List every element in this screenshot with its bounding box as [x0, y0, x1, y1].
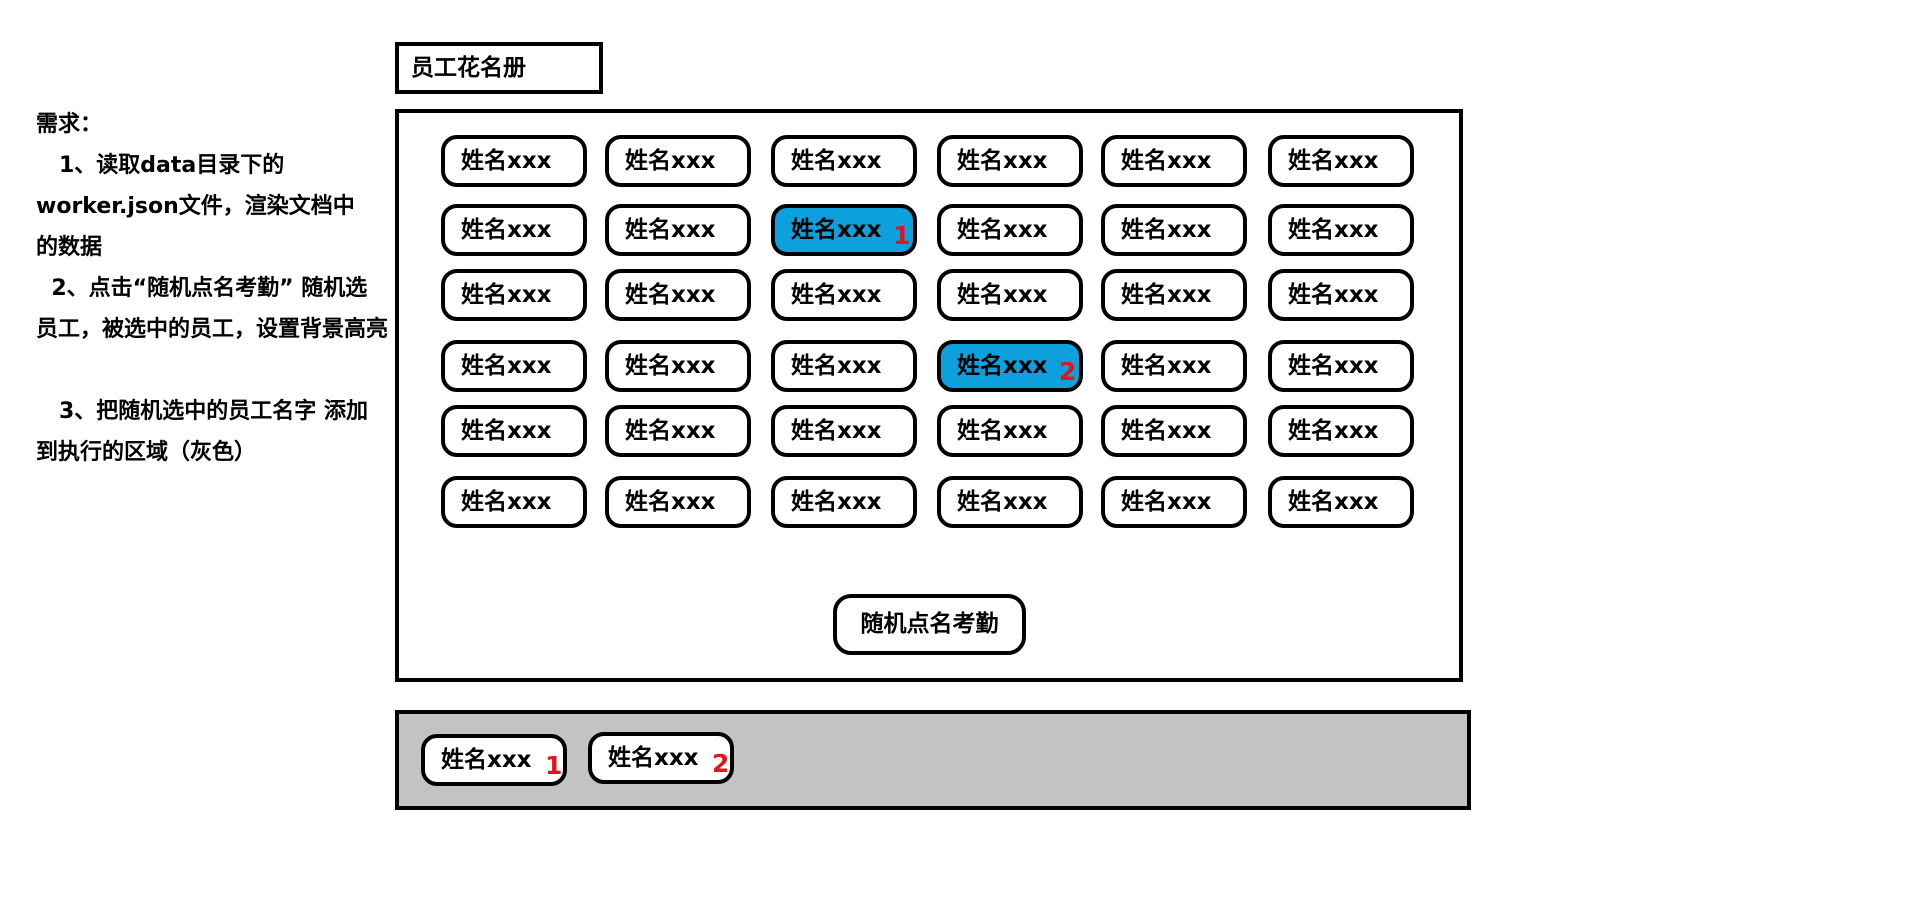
employee-card: 姓名xxx [605, 204, 751, 256]
employee-card: 姓名xxx [1101, 135, 1247, 187]
employee-name: 姓名xxx [461, 148, 552, 174]
employee-name: 姓名xxx [791, 217, 882, 243]
employee-card: 姓名xxx [605, 269, 751, 321]
employee-name: 姓名xxx [1121, 353, 1212, 379]
requirement-1-line-2: worker.json文件，渲染文档中 [36, 194, 355, 219]
employee-card: 姓名xxx [937, 405, 1083, 457]
employee-card: 姓名xxx [1268, 476, 1414, 528]
employee-card: 姓名xxx [1101, 340, 1247, 392]
employee-card: 姓名xxx [1101, 269, 1247, 321]
employee-name: 姓名xxx [625, 353, 716, 379]
requirement-2-line-2: 员工，被选中的员工，设置背景高亮 [36, 317, 389, 342]
employee-card: 姓名xxx [1101, 405, 1247, 457]
employee-name: 姓名xxx [1121, 282, 1212, 308]
employee-name: 姓名xxx [461, 489, 552, 515]
employee-name: 姓名xxx [625, 489, 716, 515]
employee-card: 姓名xxx [605, 476, 751, 528]
employee-card: 姓名xxx [1268, 269, 1414, 321]
employee-name: 姓名xxx [625, 418, 716, 444]
employee-card: 姓名xxx [1268, 405, 1414, 457]
employee-card: 姓名xxx [937, 476, 1083, 528]
result-area: 姓名xxx 1 姓名xxx 2 [395, 710, 1471, 810]
employee-card: 姓名xxx [771, 269, 917, 321]
employee-name: 姓名xxx [1288, 282, 1379, 308]
employee-card: 姓名xxx [937, 135, 1083, 187]
employee-name: 姓名xxx [957, 418, 1048, 444]
employee-name: 姓名xxx [1121, 217, 1212, 243]
employee-name: 姓名xxx [1288, 353, 1379, 379]
employee-card: 姓名xxx [441, 405, 587, 457]
employee-card: 姓名xxx [771, 476, 917, 528]
employee-name: 姓名xxx [1121, 418, 1212, 444]
random-roll-call-button[interactable]: 随机点名考勤 [833, 594, 1026, 655]
selection-order-number: 1 [545, 751, 563, 780]
requirement-3-line-2: 到执行的区域（灰色） [36, 440, 257, 465]
employee-name: 姓名xxx [957, 282, 1048, 308]
employee-name: 姓名xxx [608, 745, 699, 771]
requirement-1-line-1: 1、读取data目录下的 [36, 153, 285, 178]
employee-name: 姓名xxx [791, 353, 882, 379]
employee-name: 姓名xxx [1288, 489, 1379, 515]
employee-card: 姓名xxx [771, 405, 917, 457]
employee-card: 姓名xxx [1268, 204, 1414, 256]
selected-employee-card: 姓名xxx 2 [588, 732, 734, 784]
employee-card: 姓名xxx [1101, 204, 1247, 256]
employee-card: 姓名xxx [605, 340, 751, 392]
requirements-text: 需求： 1、读取data目录下的 worker.json文件，渲染文档中 的数据… [36, 104, 436, 473]
employee-name: 姓名xxx [791, 282, 882, 308]
employee-name: 姓名xxx [791, 148, 882, 174]
employee-card: 姓名xxx [771, 135, 917, 187]
employee-name: 姓名xxx [791, 418, 882, 444]
employee-card: 姓名xxx [605, 135, 751, 187]
employee-card: 姓名xxx [441, 340, 587, 392]
requirement-3-line-1: 3、把随机选中的员工名字 添加 [36, 399, 368, 424]
employee-name: 姓名xxx [1288, 418, 1379, 444]
employee-name: 姓名xxx [791, 489, 882, 515]
employee-name: 姓名xxx [957, 217, 1048, 243]
employee-name: 姓名xxx [957, 489, 1048, 515]
employee-card-selected: 姓名xxx 2 [937, 340, 1083, 392]
employee-card: 姓名xxx [441, 135, 587, 187]
employee-name: 姓名xxx [1288, 217, 1379, 243]
employee-name: 姓名xxx [461, 353, 552, 379]
employee-name: 姓名xxx [441, 747, 532, 773]
employee-card: 姓名xxx [1268, 135, 1414, 187]
employee-name: 姓名xxx [461, 418, 552, 444]
employee-card: 姓名xxx [441, 204, 587, 256]
selection-order-number: 2 [712, 749, 730, 778]
selection-order-number: 2 [1059, 357, 1077, 386]
selected-employee-card: 姓名xxx 1 [421, 734, 567, 786]
employee-card: 姓名xxx [441, 476, 587, 528]
employee-name: 姓名xxx [625, 282, 716, 308]
employee-name: 姓名xxx [1288, 148, 1379, 174]
employee-name: 姓名xxx [957, 353, 1048, 379]
employee-card: 姓名xxx [1268, 340, 1414, 392]
requirement-2-line-1: 2、点击“随机点名考勤” 随机选 [36, 276, 368, 301]
employee-name: 姓名xxx [1121, 148, 1212, 174]
employee-name: 姓名xxx [625, 148, 716, 174]
employee-card: 姓名xxx [937, 204, 1083, 256]
employee-card: 姓名xxx [937, 269, 1083, 321]
page-title: 员工花名册 [395, 42, 603, 94]
employee-card: 姓名xxx [605, 405, 751, 457]
employee-name: 姓名xxx [1121, 489, 1212, 515]
employee-card: 姓名xxx [441, 269, 587, 321]
employee-name: 姓名xxx [625, 217, 716, 243]
requirements-heading: 需求： [36, 112, 103, 137]
employee-name: 姓名xxx [957, 148, 1048, 174]
employee-card: 姓名xxx [1101, 476, 1247, 528]
employee-card-selected: 姓名xxx 1 [771, 204, 917, 256]
employee-name: 姓名xxx [461, 217, 552, 243]
selection-order-number: 1 [893, 221, 911, 250]
employee-name: 姓名xxx [461, 282, 552, 308]
requirement-1-line-3: 的数据 [36, 235, 103, 260]
employee-card: 姓名xxx [771, 340, 917, 392]
